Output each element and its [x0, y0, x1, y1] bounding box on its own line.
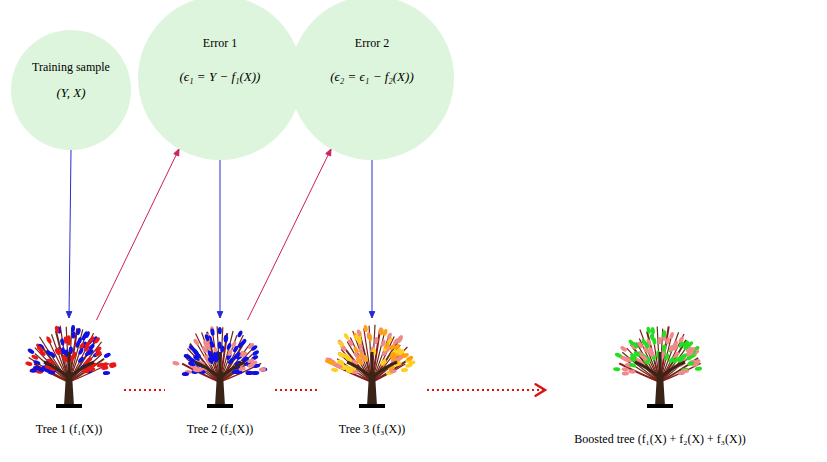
arrowhead — [326, 149, 331, 156]
circle-title: Error 2 — [355, 36, 389, 50]
formula-text: (Y, X) — [56, 86, 85, 100]
arrowhead — [369, 312, 374, 318]
tree-node: Tree 1 (f₁(X)) — [14, 316, 124, 436]
dotted-connector — [124, 389, 165, 391]
arrow-connector — [69, 150, 71, 318]
arrow-connector — [97, 149, 180, 320]
tree-label: Tree 1 (f₁(X)) — [36, 422, 102, 436]
tree-illustration — [165, 316, 275, 408]
tree-illustration — [317, 316, 427, 408]
tree-node: Tree 2 (f₂(X)) — [165, 316, 275, 436]
dotted-connector — [275, 389, 317, 391]
error-circle: Error 2 (ϵ₂ = ϵ₁ − f₂(X)) — [290, 0, 454, 160]
arrowhead — [217, 312, 222, 318]
dotted-connector — [427, 389, 545, 391]
formula-text: (ϵ₂ = ϵ₁ − f₂(X)) — [330, 70, 413, 84]
circle-title: Error 1 — [203, 36, 237, 50]
arrow-connector — [372, 160, 373, 318]
arrow-connector — [248, 149, 332, 320]
formula-text: (ϵ₁ = Y − f₁(X)) — [180, 70, 261, 84]
tree-label: Tree 2 (f₂(X)) — [187, 422, 253, 436]
tree-node: Boosted tree (f₁(X) + f₂(X) + f₃(X)) — [545, 316, 775, 446]
arrowhead — [174, 149, 179, 156]
tree-label: Tree 3 (f₃(X)) — [339, 422, 405, 436]
arrowhead — [66, 312, 71, 318]
tree-node: Tree 3 (f₃(X)) — [317, 316, 427, 436]
error-circle: Training sample (Y, X) — [11, 30, 131, 150]
tree-illustration — [605, 316, 715, 408]
error-circle: Error 1 (ϵ₁ = Y − f₁(X)) — [138, 0, 302, 160]
arrowhead — [536, 384, 545, 395]
arrow-connector — [220, 160, 221, 318]
tree-illustration — [14, 316, 124, 408]
tree-label: Boosted tree (f₁(X) + f₂(X) + f₃(X)) — [574, 432, 745, 446]
circle-title: Training sample — [32, 60, 110, 74]
